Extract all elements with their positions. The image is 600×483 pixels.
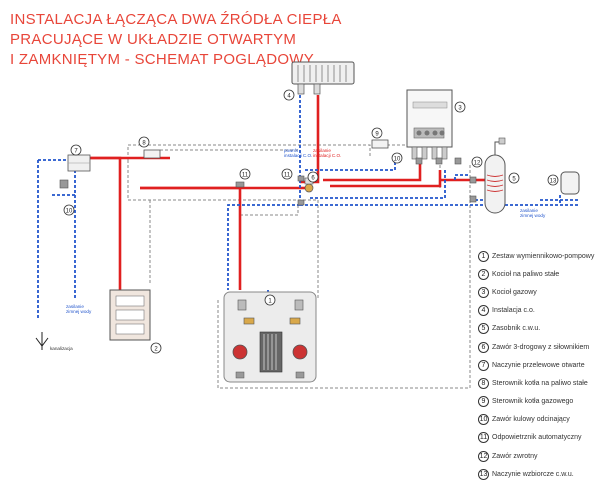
open-expansion-tank — [67, 154, 91, 172]
marker-7: 7 — [70, 144, 82, 156]
legend-number: 5 — [478, 323, 489, 335]
marker-11b: 11 — [281, 168, 293, 180]
solid-fuel-controller — [143, 149, 161, 159]
solid-fuel-boiler — [109, 289, 151, 341]
marker-13: 13 — [547, 174, 559, 186]
svg-text:7: 7 — [74, 149, 78, 155]
legend-number: 13 — [478, 468, 489, 480]
svg-text:10: 10 — [394, 157, 401, 163]
valves — [59, 157, 477, 206]
marker-1: 1 — [264, 294, 276, 306]
heating-schematic: powrót instalacji C.O. zasilanie instala… — [35, 61, 580, 389]
legend-number: 2 — [478, 268, 489, 280]
cold-water-label-right: zasilanie zimnej wody — [520, 208, 546, 218]
title-line-1: INSTALACJA ŁĄCZĄCA DWA ŹRÓDŁA CIEPŁA — [10, 11, 342, 28]
legend-number: 12 — [478, 450, 489, 462]
sewage-label: kanalizacja — [50, 346, 73, 351]
legend-number: 3 — [478, 286, 489, 298]
cold-water-label-left: zasilanie zimnej wody — [66, 304, 92, 314]
legend-label: Zestaw wymiennikowo-pompowy — [492, 252, 595, 260]
marker-9: 9 — [371, 127, 383, 139]
heat-exchanger-pump-set — [223, 291, 317, 383]
legend-label: Zawór kulowy odcinający — [492, 416, 570, 424]
marker-5: 5 — [508, 172, 520, 184]
diagram-title: INSTALACJA ŁĄCZĄCA DWA ŹRÓDŁA CIEPŁA PRA… — [10, 10, 342, 70]
legend-number: 6 — [478, 341, 489, 353]
svg-text:13: 13 — [550, 179, 557, 185]
dhw-expansion-vessel — [560, 171, 580, 195]
marker-10b: 10 — [63, 204, 75, 216]
marker-6: 6 — [307, 171, 319, 183]
svg-text:9: 9 — [375, 132, 379, 138]
legend-label: Instalacja c.o. — [492, 307, 535, 315]
legend-label: Naczynie wzbiorcze c.w.u. — [492, 470, 574, 478]
marker-10a: 10 — [391, 152, 403, 164]
legend-label: Zawór 3-drogowy z siłownikiem — [492, 343, 590, 351]
marker-8: 8 — [138, 136, 150, 148]
marker-11a: 11 — [239, 168, 251, 180]
legend-label: Kocioł na paliwo stałe — [492, 270, 560, 278]
marker-12: 12 — [471, 156, 483, 168]
flow-labels: powrót instalacji C.O. zasilanie instala… — [50, 148, 546, 351]
legend-label: Zawór zwrotny — [492, 452, 538, 460]
radiator — [291, 61, 355, 95]
supply-pipes — [87, 95, 485, 330]
svg-text:10: 10 — [66, 209, 73, 215]
svg-text:6: 6 — [311, 176, 315, 182]
svg-text:11: 11 — [284, 173, 291, 179]
legend-label: Kocioł gazowy — [492, 288, 537, 296]
legend-number: 8 — [478, 377, 489, 389]
title-line-2: PRACUJĄCE W UKŁADZIE OTWARTYM — [10, 31, 297, 48]
svg-text:5: 5 — [512, 177, 516, 183]
legend-number: 1 — [478, 250, 489, 262]
svg-text:3: 3 — [458, 106, 462, 112]
three-way-valve — [304, 177, 314, 193]
svg-text:12: 12 — [474, 161, 481, 167]
return-co-label: powrót instalacji C.O. — [284, 148, 312, 158]
legend-label: Sterownik kotła gazowego — [492, 398, 574, 406]
svg-text:1: 1 — [268, 299, 272, 305]
legend-label: Sterownik kotła na paliwo stałe — [492, 379, 588, 387]
supply-co-label: zasilanie instalacji C.O. — [313, 148, 341, 158]
legend-number: 7 — [478, 359, 489, 371]
marker-2: 2 — [150, 342, 162, 354]
dhw-storage-tank — [484, 137, 506, 214]
legend-number: 11 — [478, 432, 489, 444]
legend-label: Odpowietrznik automatyczny — [492, 434, 582, 442]
drain-line — [35, 332, 49, 350]
svg-text:11: 11 — [242, 173, 249, 179]
svg-text:4: 4 — [287, 94, 291, 100]
component-markers: 1 2 3 4 5 6 7 8 9 10 10 11 11 12 13 — [63, 89, 559, 354]
marker-3: 3 — [454, 101, 466, 113]
svg-text:8: 8 — [142, 141, 146, 147]
return-pipes — [37, 95, 580, 330]
legend-number: 10 — [478, 414, 489, 426]
svg-text:2: 2 — [154, 347, 158, 353]
title-line-3: I ZAMKNIĘTYM - SCHEMAT POGLĄDOWY — [10, 51, 315, 68]
gas-boiler-controller — [371, 139, 389, 149]
marker-4: 4 — [283, 89, 295, 101]
legend-label: Naczynie przelewowe otwarte — [492, 361, 585, 369]
legend-number: 4 — [478, 305, 489, 317]
legend-label: Zasobnik c.w.u. — [492, 325, 541, 333]
gas-boiler — [406, 89, 453, 160]
legend-number: 9 — [478, 396, 489, 408]
